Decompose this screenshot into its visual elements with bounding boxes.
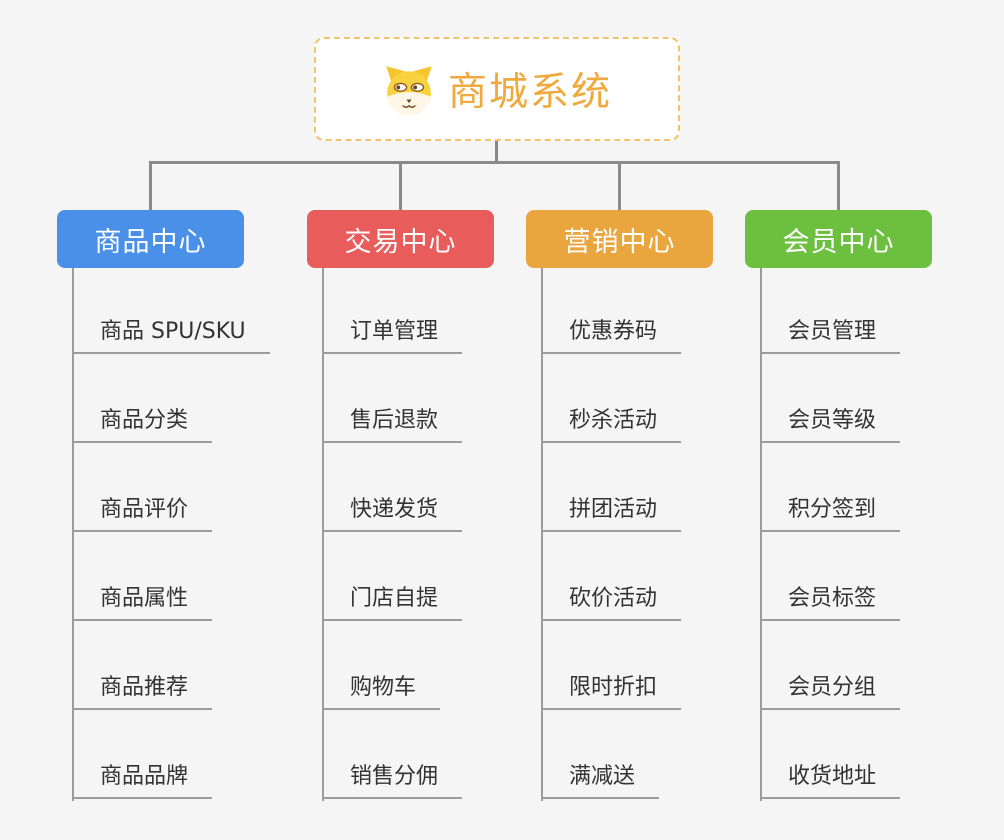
subtopic[interactable]: 优惠券码 — [541, 268, 682, 354]
subtopic[interactable]: 满减送 — [541, 710, 660, 799]
branch-marketing-subtopics: 优惠券码 秒杀活动 拼团活动 砍价活动 限时折扣 满减送 — [541, 268, 682, 799]
subtopic[interactable]: 会员分组 — [760, 621, 901, 710]
subtopic[interactable]: 商品品牌 — [72, 710, 213, 799]
root-connector-line — [495, 139, 498, 164]
subtopic[interactable]: 收货地址 — [760, 710, 901, 799]
subtopic[interactable]: 限时折扣 — [541, 621, 682, 710]
subtopic[interactable]: 会员管理 — [760, 268, 901, 354]
subtopic[interactable]: 商品评价 — [72, 443, 213, 532]
branch-label: 交易中心 — [344, 226, 457, 258]
branch-member-center[interactable]: 会员中心 — [745, 210, 932, 268]
branch-trade-center[interactable]: 交易中心 — [307, 210, 494, 268]
branch-product-center[interactable]: 商品中心 — [57, 210, 244, 268]
branch-label: 营销中心 — [563, 226, 676, 258]
subtopic[interactable]: 快递发货 — [322, 443, 463, 532]
subtopic-trunk-line — [72, 268, 74, 801]
branch-drop-line — [399, 161, 402, 210]
subtopic[interactable]: 秒杀活动 — [541, 354, 682, 443]
subtopic[interactable]: 砍价活动 — [541, 532, 682, 621]
branch-product-subtopics: 商品 SPU/SKU 商品分类 商品评价 商品属性 商品推荐 商品品牌 — [72, 268, 270, 799]
subtopic-trunk-line — [760, 268, 762, 801]
subtopic[interactable]: 会员等级 — [760, 354, 901, 443]
dog-face-icon — [382, 62, 436, 116]
subtopic[interactable]: 会员标签 — [760, 532, 901, 621]
branch-bus-line — [149, 161, 840, 164]
branch-trade-subtopics: 订单管理 售后退款 快递发货 门店自提 购物车 销售分佣 — [322, 268, 463, 799]
branch-drop-line — [837, 161, 840, 210]
subtopic[interactable]: 商品 SPU/SKU — [72, 268, 270, 354]
root-topic-label: 商城系统 — [447, 70, 612, 115]
branch-marketing-center[interactable]: 营销中心 — [526, 210, 713, 268]
subtopic[interactable]: 购物车 — [322, 621, 441, 710]
branch-member-subtopics: 会员管理 会员等级 积分签到 会员标签 会员分组 收货地址 — [760, 268, 901, 799]
subtopic-trunk-line — [322, 268, 324, 801]
subtopic[interactable]: 商品属性 — [72, 532, 213, 621]
branch-drop-line — [149, 161, 152, 210]
branch-label: 会员中心 — [782, 226, 895, 258]
subtopic[interactable]: 订单管理 — [322, 268, 463, 354]
subtopic[interactable]: 售后退款 — [322, 354, 463, 443]
subtopic-trunk-line — [541, 268, 543, 801]
subtopic[interactable]: 商品分类 — [72, 354, 213, 443]
subtopic[interactable]: 销售分佣 — [322, 710, 463, 799]
subtopic[interactable]: 拼团活动 — [541, 443, 682, 532]
subtopic[interactable]: 商品推荐 — [72, 621, 213, 710]
branch-label: 商品中心 — [94, 226, 207, 258]
subtopic[interactable]: 积分签到 — [760, 443, 901, 532]
subtopic[interactable]: 门店自提 — [322, 532, 463, 621]
branch-drop-line — [618, 161, 621, 210]
root-topic[interactable]: 商城系统 — [314, 37, 680, 141]
